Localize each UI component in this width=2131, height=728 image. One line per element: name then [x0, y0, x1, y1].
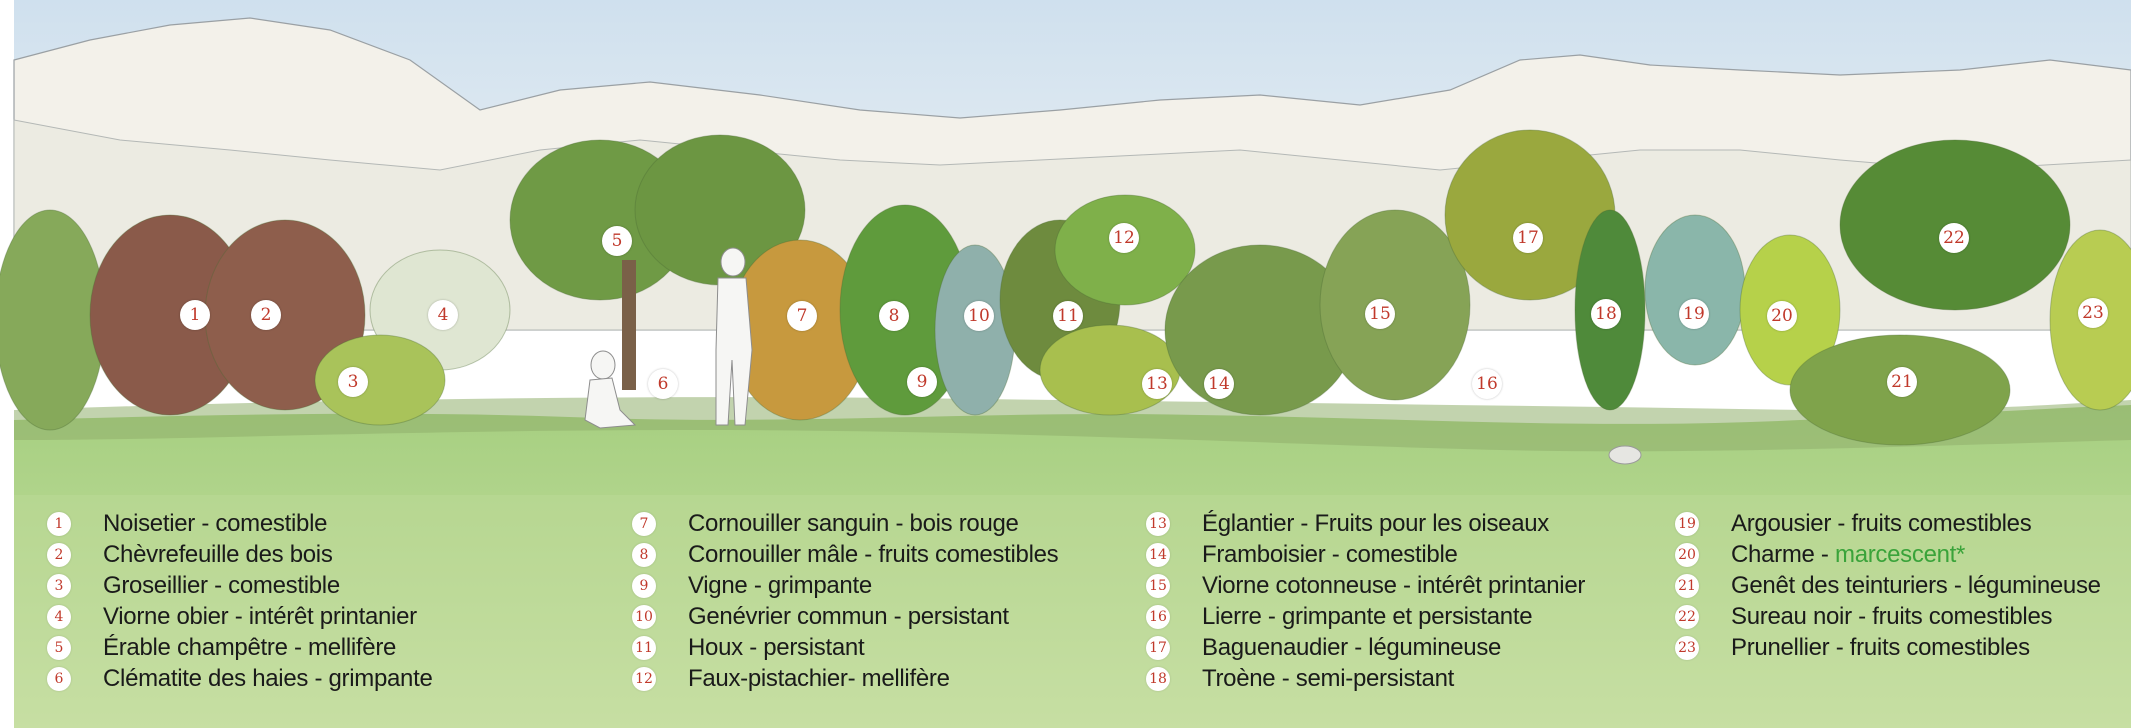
legend-number: 17: [1146, 636, 1170, 660]
legend-number: 14: [1146, 543, 1170, 567]
plant-marker-15: 15: [1365, 299, 1395, 329]
legend-label: Prunellier - fruits comestibles: [1731, 632, 2030, 663]
plant-marker-8: 8: [879, 301, 909, 331]
plant-marker-18: 18: [1591, 299, 1621, 329]
plant-marker-14: 14: [1204, 369, 1234, 399]
plant-marker-1: 1: [180, 300, 210, 330]
legend-label: Groseillier - comestible: [103, 570, 340, 601]
legend-label-accent: marcescent*: [1835, 541, 1965, 568]
legend-label: Baguenaudier - légumineuse: [1202, 632, 1501, 663]
plant-marker-3: 3: [338, 367, 368, 397]
legend-label-text: Charme -: [1731, 541, 1835, 568]
plant-marker-2: 2: [251, 300, 281, 330]
plant-marker-6: 6: [648, 369, 678, 399]
legend-label: Genévrier commun - persistant: [688, 601, 1009, 632]
plant-marker-20: 20: [1767, 301, 1797, 331]
legend-number: 20: [1675, 543, 1699, 567]
legend-label: Lierre - grimpante et persistante: [1202, 601, 1532, 632]
legend-number: 12: [632, 667, 656, 691]
plant-marker-19: 19: [1679, 299, 1709, 329]
plant-marker-4: 4: [428, 300, 458, 330]
legend-number: 1: [47, 512, 71, 536]
legend-label: Viorne cotonneuse - intérêt printanier: [1202, 570, 1585, 601]
legend-label: Chèvrefeuille des bois: [103, 539, 333, 570]
plant-marker-22: 22: [1939, 223, 1969, 253]
legend-number: 8: [632, 543, 656, 567]
legend-number: 19: [1675, 512, 1699, 536]
legend-number: 9: [632, 574, 656, 598]
legend-label: Sureau noir - fruits comestibles: [1731, 601, 2052, 632]
legend-label: Vigne - grimpante: [688, 570, 872, 601]
legend-number: 23: [1675, 636, 1699, 660]
legend-number: 18: [1146, 667, 1170, 691]
legend-label: Troène - semi-persistant: [1202, 663, 1454, 694]
legend-number: 6: [47, 667, 71, 691]
legend-number: 13: [1146, 512, 1170, 536]
plant-marker-16: 16: [1472, 369, 1502, 399]
legend-label: Viorne obier - intérêt printanier: [103, 601, 417, 632]
plant-marker-21: 21: [1887, 367, 1917, 397]
legend-label: Noisetier - comestible: [103, 508, 327, 539]
plant-marker-10: 10: [964, 301, 994, 331]
plant-marker-23: 23: [2078, 298, 2108, 328]
legend-label: Genêt des teinturiers - légumineuse: [1731, 570, 2101, 601]
legend-number: 7: [632, 512, 656, 536]
legend-number: 15: [1146, 574, 1170, 598]
legend-number: 21: [1675, 574, 1699, 598]
rock: [1609, 446, 1641, 464]
legend-number: 10: [632, 605, 656, 629]
plant-marker-17: 17: [1513, 223, 1543, 253]
legend-number: 2: [47, 543, 71, 567]
legend-label: Framboisier - comestible: [1202, 539, 1458, 570]
legend-label: Houx - persistant: [688, 632, 864, 663]
legend-number: 5: [47, 636, 71, 660]
legend-number: 22: [1675, 605, 1699, 629]
legend-number: 3: [47, 574, 71, 598]
plant-marker-9: 9: [907, 367, 937, 397]
legend-number: 11: [632, 636, 656, 660]
plant-marker-13: 13: [1142, 369, 1172, 399]
legend-label: Cornouiller sanguin - bois rouge: [688, 508, 1019, 539]
plant-marker-12: 12: [1109, 223, 1139, 253]
legend-label: Érable champêtre - mellifère: [103, 632, 396, 663]
plant-marker-11: 11: [1053, 301, 1083, 331]
legend-label: Charme - marcescent*: [1731, 539, 1965, 570]
legend-label: Clématite des haies - grimpante: [103, 663, 433, 694]
legend-number: 16: [1146, 605, 1170, 629]
plant-marker-7: 7: [787, 301, 817, 331]
legend-number: 4: [47, 605, 71, 629]
legend-label: Cornouiller mâle - fruits comestibles: [688, 539, 1058, 570]
plant-marker-5: 5: [602, 226, 632, 256]
legend-label: Argousier - fruits comestibles: [1731, 508, 2031, 539]
legend-label: Faux-pistachier- mellifère: [688, 663, 950, 694]
legend-label: Églantier - Fruits pour les oiseaux: [1202, 508, 1549, 539]
